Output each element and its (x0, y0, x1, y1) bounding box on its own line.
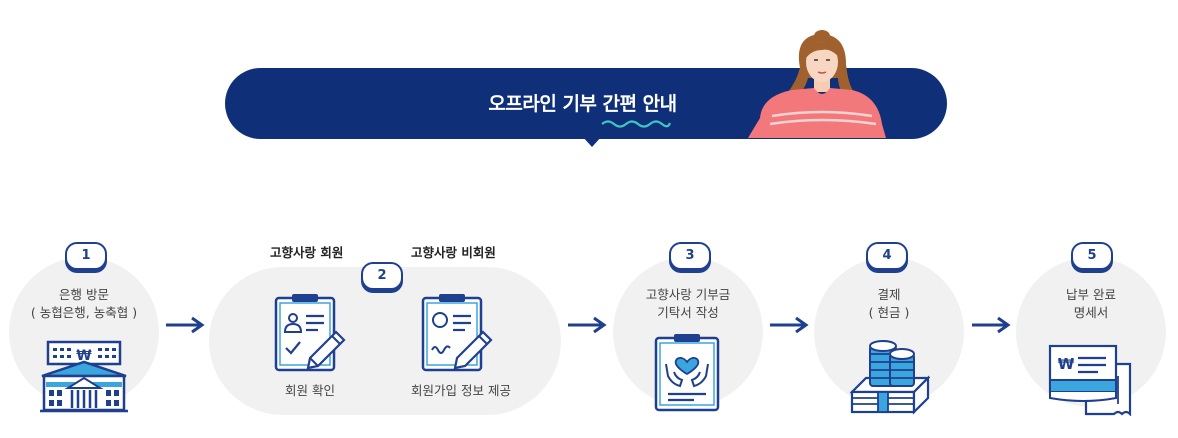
right-arrow-icon (566, 316, 608, 334)
banner-pointer (582, 136, 602, 147)
step3-number-badge: 3 (669, 242, 711, 270)
step5-number-badge: 5 (1071, 242, 1113, 270)
right-arrow-icon (970, 316, 1012, 334)
banner-title: 오프라인 기부 간편 안내 (465, 89, 700, 116)
step1-subtitle: ( 농협은행, 농축협 ) (9, 304, 159, 322)
step1-title: 은행 방문 (9, 286, 159, 304)
step4-subtitle: ( 현금 ) (814, 304, 964, 322)
coin-stack-icon (850, 334, 930, 416)
step3-title: 고향사랑 기부금 (613, 286, 763, 304)
donation-form-icon (652, 332, 722, 414)
wave-underline-icon (600, 118, 672, 128)
step2-nonmember-caption: 회원가입 정보 제공 (396, 382, 526, 400)
receipt-icon: ₩ (1046, 342, 1136, 416)
step2-nonmember-title: 고향사랑 비회원 (411, 242, 496, 261)
step4-title: 결제 (814, 286, 964, 304)
signup-clipboard-icon (421, 292, 493, 374)
step4-label: 결제 ( 현금 ) (814, 286, 964, 322)
right-arrow-icon (768, 316, 810, 334)
step5-subtitle: 명세서 (1016, 304, 1166, 322)
right-arrow-icon (164, 316, 206, 334)
step3-label: 고향사랑 기부금 기탁서 작성 (613, 286, 763, 322)
bank-building-icon: ₩ (40, 338, 128, 414)
svg-text:₩: ₩ (1058, 355, 1075, 373)
step3-subtitle: 기탁서 작성 (613, 304, 763, 322)
step2-number-badge: 2 (361, 262, 403, 290)
guide-woman-illustration (742, 28, 888, 140)
step4-number-badge: 4 (866, 242, 908, 270)
step5-label: 납부 완료 명세서 (1016, 286, 1166, 322)
member-clipboard-icon (274, 292, 346, 374)
step1-number-badge: 1 (65, 242, 107, 270)
step2-member-title: 고향사랑 회원 (270, 242, 343, 261)
step2-member-caption: 회원 확인 (258, 382, 362, 400)
step5-title: 납부 완료 (1016, 286, 1166, 304)
step1-label: 은행 방문 ( 농협은행, 농축협 ) (9, 286, 159, 322)
